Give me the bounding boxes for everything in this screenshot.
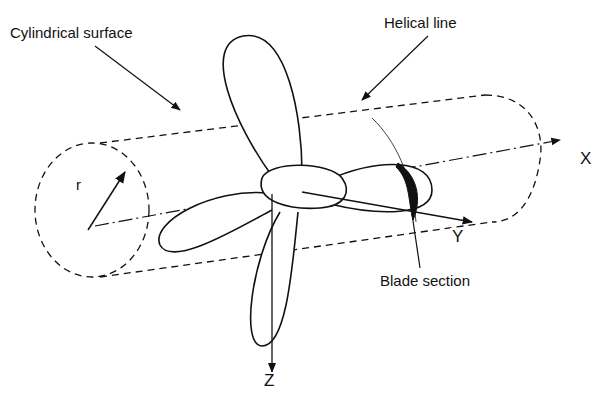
y-axis <box>302 192 472 222</box>
propeller-blade <box>159 193 272 252</box>
dimension-label: r <box>74 176 83 194</box>
part-label: Cylindrical surface <box>8 24 135 42</box>
propeller-blade <box>223 36 302 176</box>
leader-arrow <box>362 36 428 100</box>
axis-label: Y <box>450 228 465 246</box>
axis-label: X <box>578 150 593 168</box>
part-label: Blade section <box>378 272 472 290</box>
x-axis <box>95 140 560 226</box>
leader-arrow <box>95 46 180 110</box>
axis-label: Z <box>262 372 276 390</box>
helical-line <box>372 118 416 222</box>
propeller-hub <box>261 165 346 208</box>
leader-line <box>412 214 420 268</box>
cylinder-end <box>35 143 149 277</box>
propeller-blade <box>251 212 298 346</box>
z-axis <box>271 194 272 372</box>
part-label: Helical line <box>382 14 459 32</box>
cylinder-end <box>485 95 541 222</box>
